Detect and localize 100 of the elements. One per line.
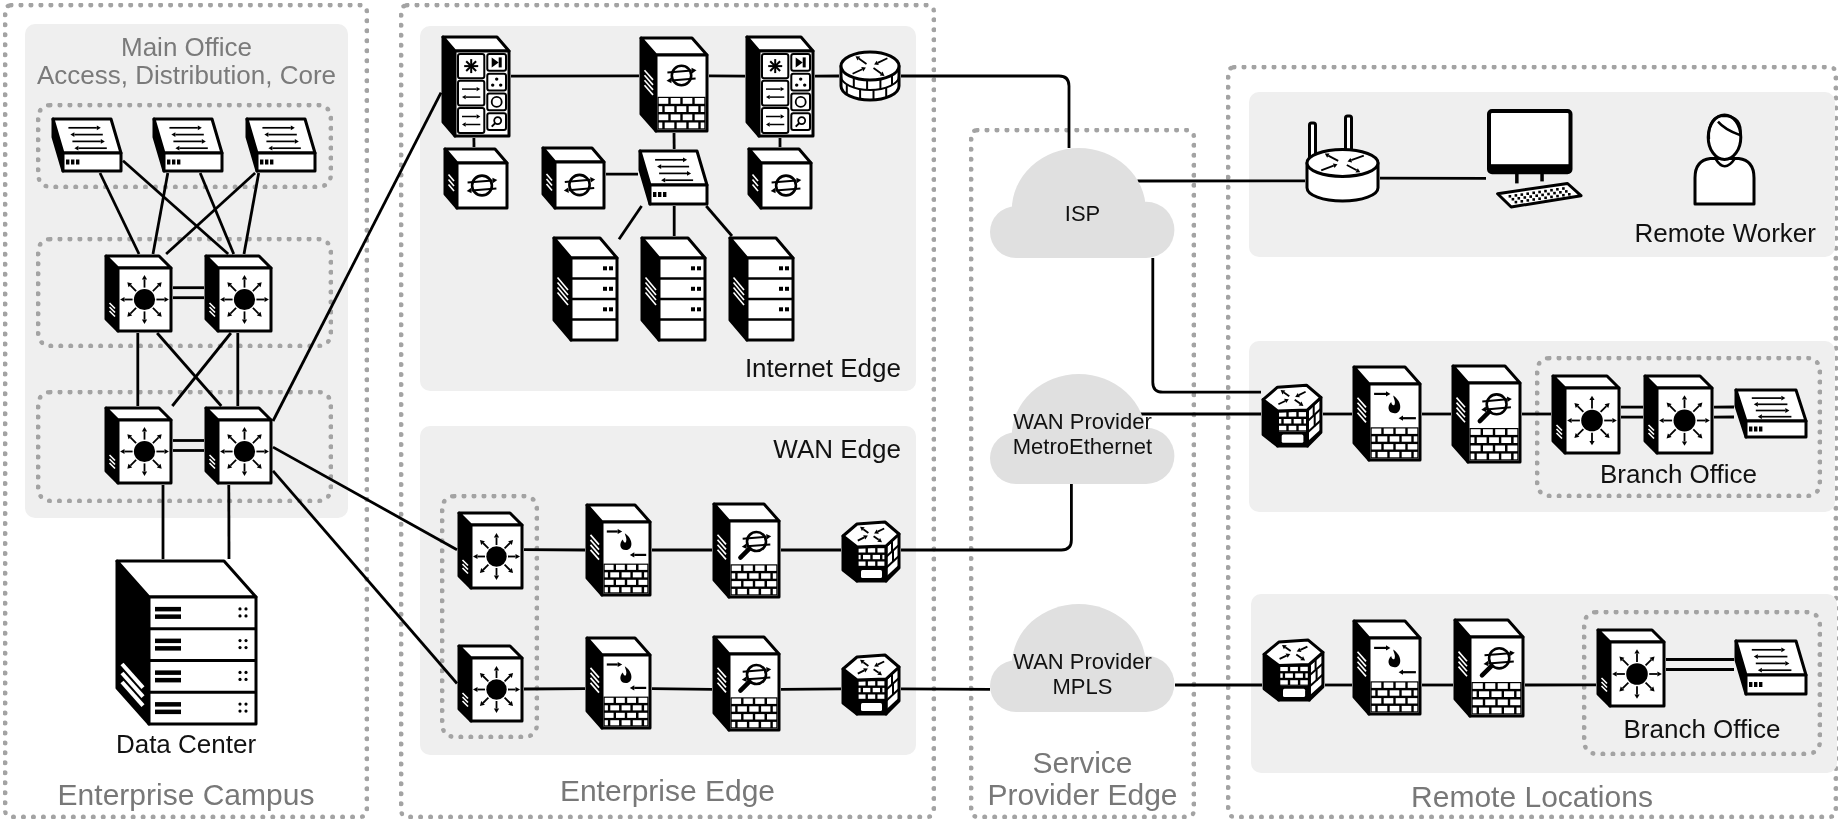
inspection-firewall-icon: [1453, 618, 1525, 718]
cloud-label: WAN Provider MetroEthernet: [1011, 409, 1154, 459]
network-link: [1422, 683, 1453, 687]
group-frame: [1535, 356, 1822, 498]
network-link: [709, 74, 745, 78]
zone-panel: [420, 426, 916, 755]
zone-panel: [1251, 594, 1837, 773]
multilayer-switch-icon: [457, 644, 524, 723]
firewall-router-icon: [839, 50, 901, 102]
network-link: [901, 74, 1071, 148]
switch-icon: [245, 117, 317, 173]
network-link: [1714, 415, 1734, 419]
network-link: [1522, 412, 1551, 416]
zone-panel: [420, 26, 916, 391]
server-icon: [728, 236, 795, 342]
zone-frame: [3, 3, 369, 819]
network-link: [901, 484, 1073, 552]
switch-icon: [638, 149, 709, 206]
zone-frame: [1226, 65, 1838, 819]
firewall-icon: [585, 503, 652, 597]
network-link: [271, 92, 443, 422]
zone-label: Remote Locations: [1411, 781, 1653, 813]
switch-icon: [152, 117, 224, 173]
firewall-icon: [1352, 365, 1422, 462]
zone-label: Service Provider Edge: [986, 747, 1179, 811]
network-link: [1621, 415, 1643, 419]
network-link: [272, 445, 458, 551]
network-appliance-icon: [747, 147, 813, 210]
group-label: Branch Office: [1623, 714, 1781, 744]
network-appliance-icon: [541, 146, 606, 210]
network-link: [1175, 683, 1262, 687]
firewall-icon: [639, 36, 709, 133]
group-label: Branch Office: [1599, 459, 1757, 489]
network-link: [1714, 405, 1734, 409]
network-link: [1323, 412, 1352, 416]
network-link: [165, 171, 257, 256]
network-link: [1380, 176, 1486, 180]
network-link: [173, 286, 204, 290]
switch-icon: [51, 117, 123, 173]
wireless-router-icon: [1305, 114, 1380, 203]
cloud-label: ISP: [1064, 200, 1101, 226]
desktop-computer-icon: [1486, 108, 1583, 210]
panel-title: Access, Distribution, Core: [36, 61, 337, 89]
group-frame: [440, 494, 539, 739]
network-link: [1137, 179, 1305, 183]
zone-label: Enterprise Edge: [559, 775, 776, 807]
network-link: [242, 172, 261, 255]
network-link: [606, 172, 638, 176]
network-link: [1666, 668, 1734, 671]
network-link: [778, 138, 782, 147]
zone-frame: [969, 128, 1196, 819]
network-link: [781, 687, 841, 691]
network-link: [511, 74, 639, 78]
network-link: [781, 548, 841, 552]
network-link: [1151, 258, 1261, 394]
person-icon: [1692, 110, 1757, 207]
network-link: [161, 485, 165, 559]
multilayer-switch-icon: [204, 406, 273, 485]
security-appliance-icon: [441, 35, 511, 138]
zone-panel: [1249, 92, 1835, 257]
network-link: [672, 206, 676, 236]
network-link: [227, 485, 231, 559]
group-frame: [1582, 610, 1822, 756]
network-link: [198, 172, 235, 255]
zone-label: Enterprise Campus: [57, 779, 315, 811]
server-icon: [552, 236, 619, 342]
network-appliance-icon: [443, 147, 509, 210]
cloud-label: WAN Provider MPLS: [1012, 649, 1153, 699]
group-frame: [36, 390, 333, 503]
inspection-firewall-icon: [1451, 364, 1522, 464]
security-appliance-icon: [745, 35, 815, 138]
zone-panel: [1249, 341, 1835, 512]
group-frame: [36, 103, 333, 189]
panel-title: Remote Worker: [1634, 218, 1816, 248]
network-link: [1525, 683, 1596, 687]
firewall-icon: [1352, 619, 1422, 716]
network-link: [1139, 412, 1261, 416]
switch-icon: [1734, 639, 1808, 696]
firewall-icon: [585, 636, 652, 730]
network-link: [472, 138, 476, 147]
network-link: [1666, 658, 1734, 661]
network-link: [705, 205, 734, 237]
network-link: [151, 172, 170, 255]
multilayer-switch-icon: [104, 406, 173, 485]
network-link: [815, 74, 839, 78]
multilayer-switch-icon: [1551, 374, 1621, 455]
panel-title: Internet Edge: [744, 353, 901, 383]
inspection-firewall-icon: [712, 502, 781, 599]
network-link: [652, 548, 712, 552]
multilayer-switch-icon: [457, 511, 524, 590]
network-link: [652, 687, 712, 691]
network-link: [173, 296, 204, 300]
zone-frame: [399, 3, 936, 819]
network-link: [171, 332, 232, 407]
network-link: [156, 332, 223, 407]
network-link: [1325, 683, 1352, 687]
switch-icon: [1734, 388, 1808, 439]
device-label: Data Center: [115, 729, 257, 759]
network-link: [236, 333, 240, 406]
network-link: [901, 687, 990, 691]
